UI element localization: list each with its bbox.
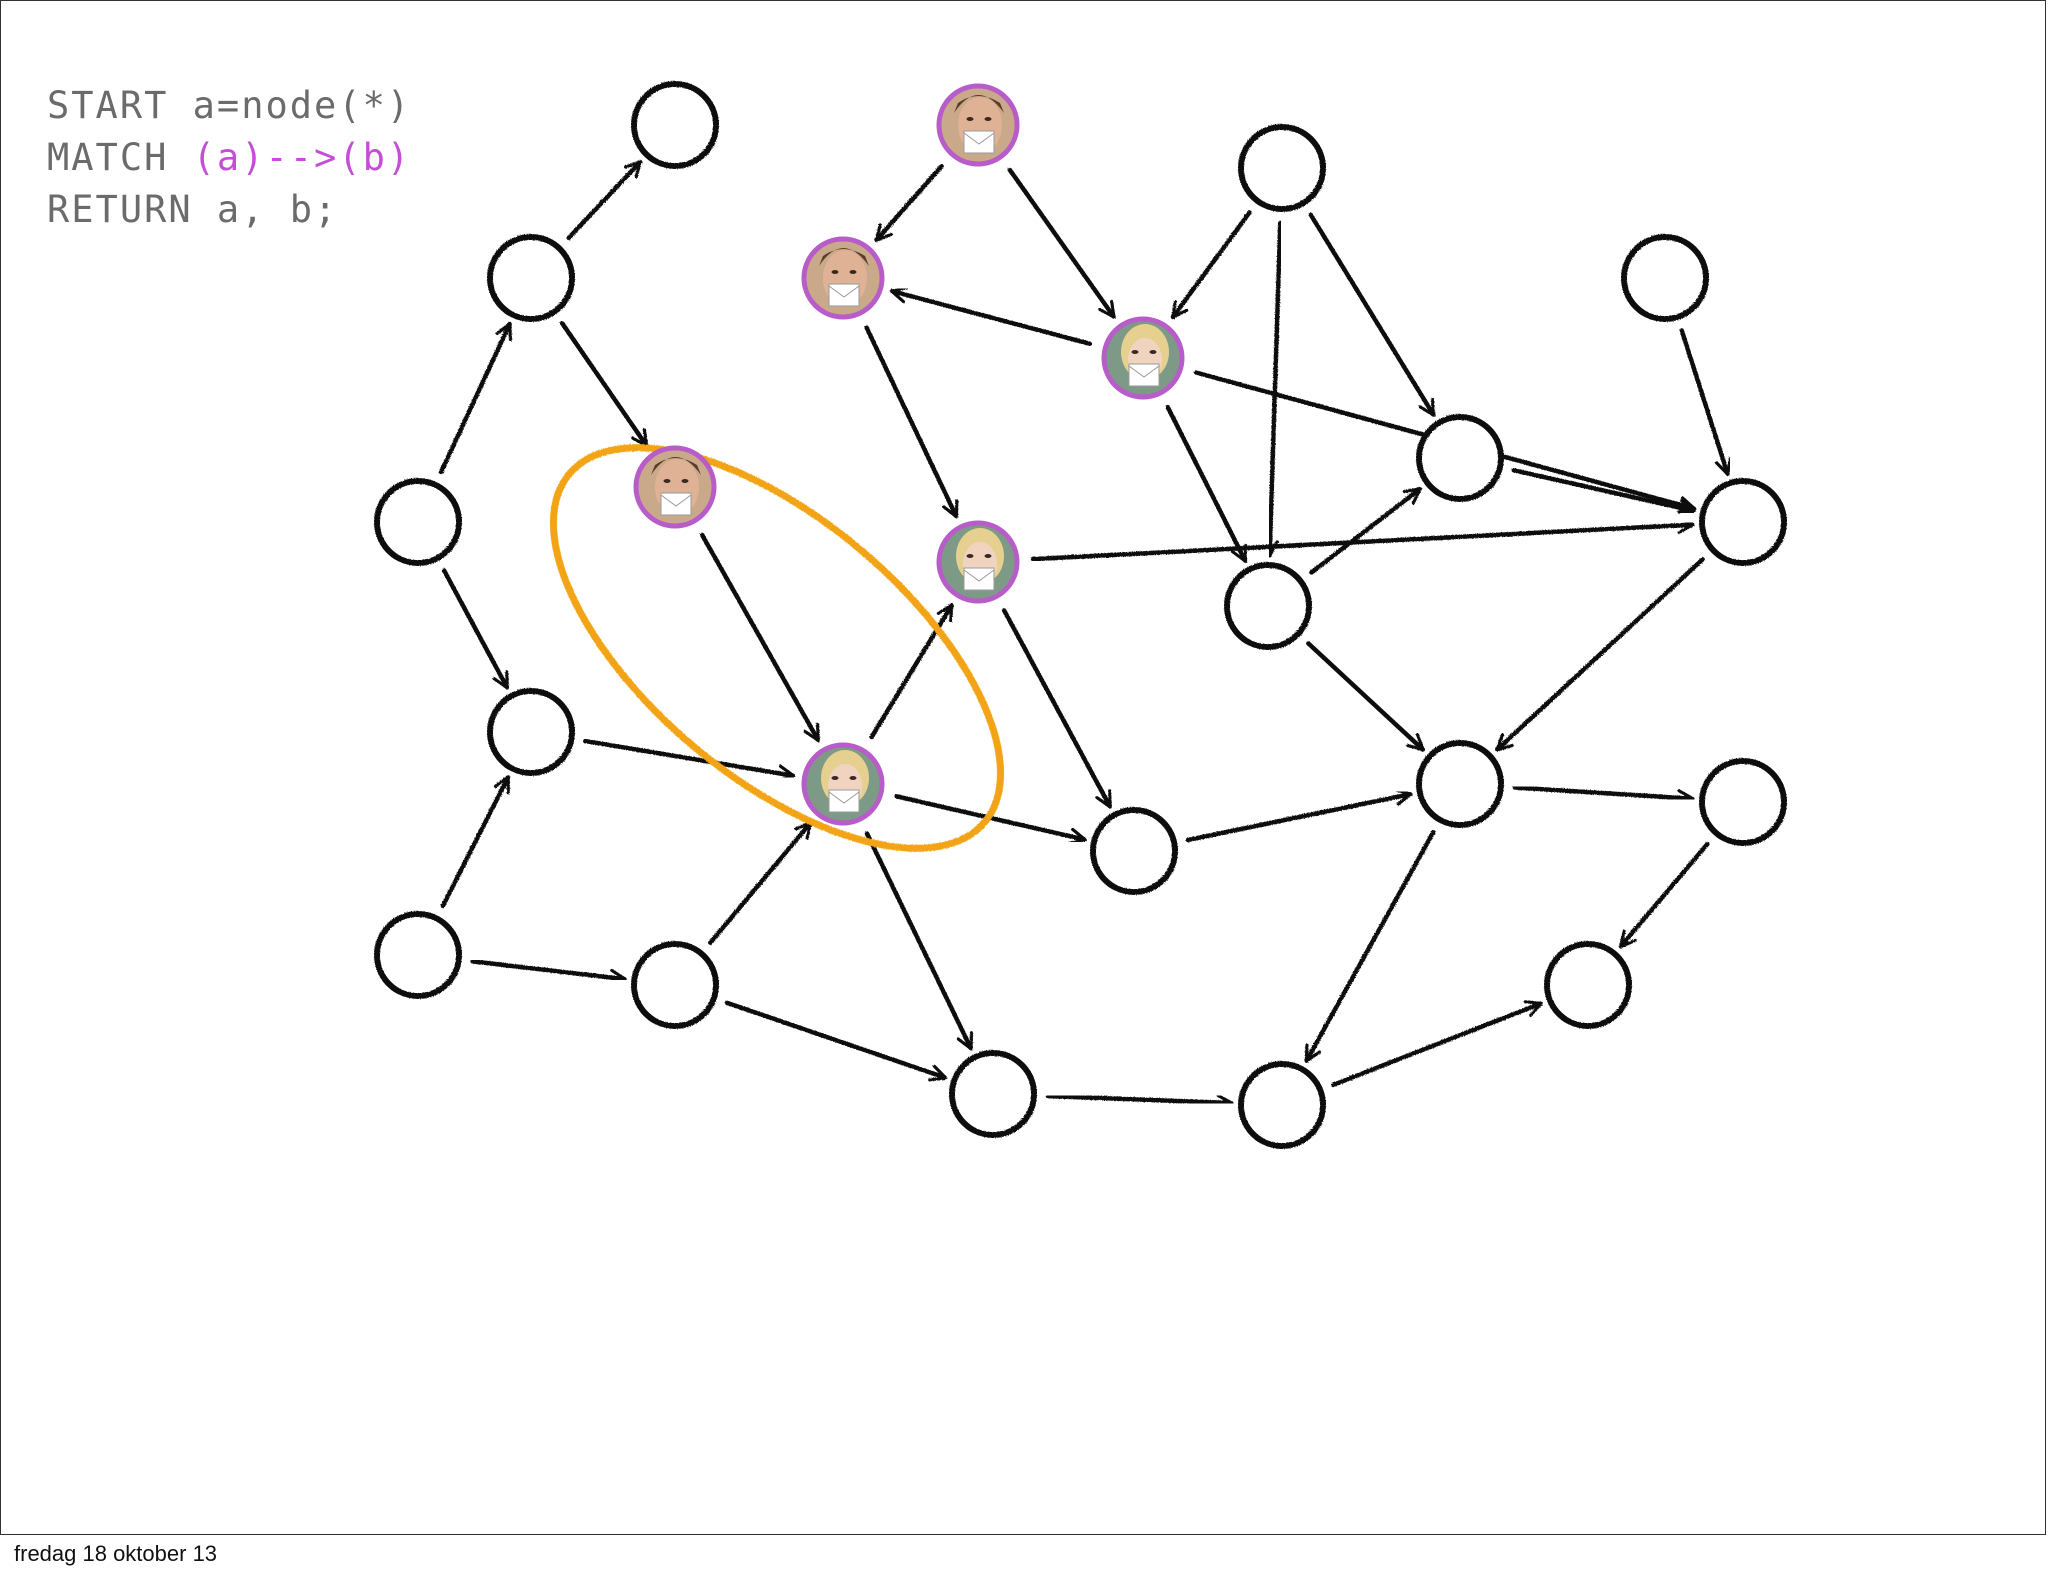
edge-n3-n6 [1170, 210, 1252, 320]
graph-node-n18 [374, 911, 462, 999]
edge-n16-n17 [1185, 788, 1413, 843]
edge-n3-n8 [1308, 212, 1436, 417]
graph-node-n7 [1621, 234, 1709, 322]
edge-n9-n15 [441, 568, 510, 690]
query-line-return: RETURN a, b; [47, 188, 339, 231]
query-match-pattern: (a)-->(b) [192, 136, 412, 179]
edge-n17-n22 [1304, 829, 1436, 1063]
edge-n18-n19 [470, 959, 627, 987]
graph-node-n16 [1090, 807, 1178, 895]
graph-node-n23 [1544, 941, 1632, 1029]
edge-n5-n11 [864, 325, 959, 519]
match-highlight-ellipse [549, 444, 1005, 852]
graph-node-n19 [631, 941, 719, 1029]
slide-frame [0, 0, 2046, 1535]
edge-n10-n14 [699, 532, 821, 742]
graph-node-n3 [1238, 124, 1326, 212]
query-match-keyword: MATCH [47, 136, 193, 179]
edge-n19-n14 [708, 820, 813, 946]
cypher-query: START a=node(*)MATCH (a)-->(b)RETURN a, … [47, 80, 411, 236]
graph-node-n11 [936, 520, 1020, 604]
edge-n20-n22 [1045, 1093, 1234, 1112]
graph-node-n14 [801, 742, 885, 826]
graph-node-n15 [487, 688, 575, 776]
graph-node-n8 [1416, 414, 1504, 502]
graph-node-n4 [487, 234, 575, 322]
edge-n6-n5 [889, 286, 1093, 347]
edge-n4-n10 [559, 321, 649, 448]
graph-node-n20 [949, 1050, 1037, 1138]
edge-n14-n20 [864, 831, 974, 1051]
edge-n9-n4 [438, 321, 513, 475]
graph-node-n6 [1101, 316, 1185, 400]
edge-n7-n13 [1679, 328, 1732, 476]
edge-n3-n12 [1261, 220, 1283, 558]
edge-n12-n17 [1306, 641, 1425, 752]
footer-date: fredag 18 oktober 13 [14, 1541, 218, 1566]
edge-n6-n12 [1165, 404, 1248, 563]
graph-node-n10 [633, 445, 717, 529]
graph-node-n13 [1699, 478, 1787, 566]
graph-edges [438, 116, 1732, 1112]
edge-n2-n6 [1007, 167, 1116, 319]
graph-node-n21 [1699, 758, 1787, 846]
graph-node-n1 [631, 81, 719, 169]
edge-n22-n23 [1330, 1000, 1543, 1088]
graph-node-n2 [936, 83, 1020, 167]
edge-n2-n5 [874, 163, 944, 243]
edge-n8-n13 [1511, 467, 1696, 517]
graph-node-n9 [374, 478, 462, 566]
query-line-match: MATCH (a)-->(b) [47, 132, 411, 184]
edge-n15-n14 [583, 738, 796, 783]
edge-n11-n13 [1030, 516, 1695, 562]
edge-n4-n1 [566, 159, 643, 241]
graph-node-n17 [1416, 740, 1504, 828]
graph-node-n5 [801, 236, 885, 320]
graph-nodes [374, 81, 1787, 1149]
edge-n19-n20 [724, 1000, 948, 1082]
query-line-start: START a=node(*) [47, 84, 412, 127]
edge-n17-n21 [1512, 785, 1695, 807]
edge-n14-n11 [869, 603, 954, 740]
edge-n21-n23 [1618, 841, 1710, 949]
edge-n18-n15 [440, 775, 511, 909]
edge-n13-n17 [1495, 557, 1705, 752]
graph-node-n22 [1238, 1061, 1326, 1149]
graph-node-n12 [1224, 562, 1312, 650]
edge-n12-n8 [1309, 486, 1422, 575]
edge-n11-n16 [1001, 608, 1113, 809]
